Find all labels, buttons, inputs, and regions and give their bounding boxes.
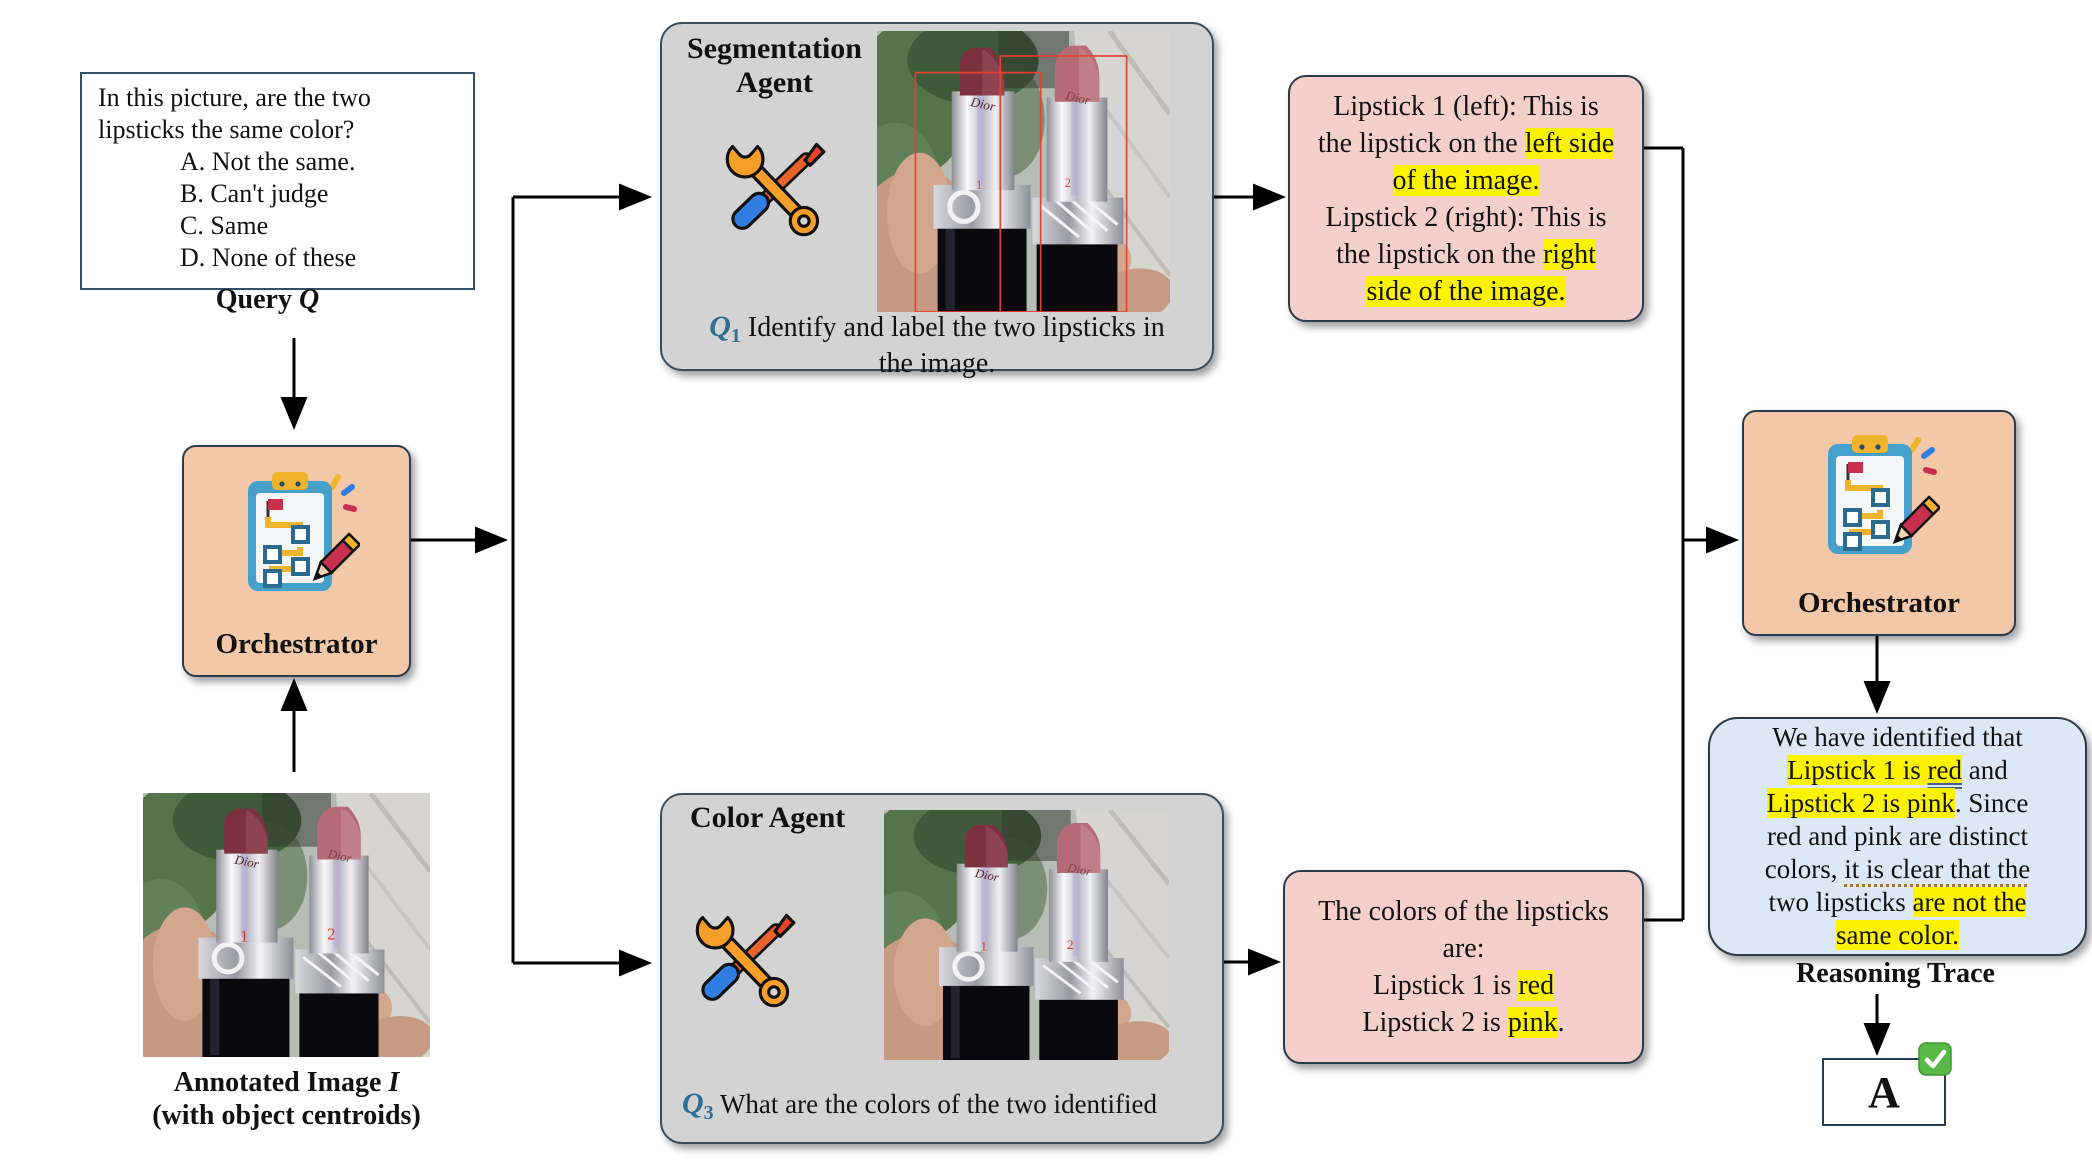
query-option-c: C. Same xyxy=(180,211,269,240)
tools-icon xyxy=(692,907,797,1012)
segmentation-agent-title: Segmentation Agent xyxy=(687,32,862,99)
centroid-label-2: 2 xyxy=(1065,176,1071,190)
centroid-label-1: 1 xyxy=(980,939,987,954)
query-label: Query Q xyxy=(215,284,320,315)
orchestrator-label: Orchestrator xyxy=(215,628,378,660)
segmentation-agent-box: Segmentation Agent Dior Dior 1 2 Q1 Iden… xyxy=(660,22,1214,379)
query-option-d: D. None of these xyxy=(180,243,357,272)
tools-icon xyxy=(722,136,827,241)
query-line: In this picture, are the two xyxy=(98,83,371,112)
annotated-image-label: Annotated Image I (with object centroids… xyxy=(152,1067,421,1131)
orchestrator-icon xyxy=(1814,430,1940,560)
check-mark-icon xyxy=(1918,1042,1952,1076)
centroid-label-2: 2 xyxy=(327,925,335,944)
query-option-b: B. Can't judge xyxy=(180,179,329,208)
orchestrator-label: Orchestrator xyxy=(1797,587,1961,619)
orchestrator-right-box: Orchestrator xyxy=(1742,410,2016,636)
subquestion-q3: Q3 What are the colors of the two identi… xyxy=(682,1087,1158,1124)
color-agent-image: Dior Dior 1 2 xyxy=(884,810,1169,1060)
brand-engraving: Dior xyxy=(232,852,260,871)
answer-box: A xyxy=(1822,1058,1946,1126)
brand-engraving: Dior xyxy=(968,94,997,115)
query-box: In this picture, are the two lipsticks t… xyxy=(80,72,475,290)
brand-engraving: Dior xyxy=(1065,860,1093,878)
centroid-label-1: 1 xyxy=(976,178,982,192)
query-line: lipsticks the same color? xyxy=(98,115,355,144)
brand-engraving: Dior xyxy=(1063,88,1092,109)
annotated-image: Dior Dior 1 2 xyxy=(143,793,430,1057)
orchestrator-left-box: Orchestrator xyxy=(182,445,411,677)
segmented-image: Dior Dior 1 2 xyxy=(877,31,1170,312)
bounding-boxes xyxy=(914,55,1128,312)
brand-engraving: Dior xyxy=(325,847,353,866)
answer-value: A xyxy=(1868,1067,1900,1117)
brand-engraving: Dior xyxy=(973,866,1001,884)
subquestion-q1: Q1 Identify and label the two lipsticks … xyxy=(709,310,1165,379)
reasoning-trace-label: Reasoning Trace xyxy=(1796,958,1995,989)
centroid-label-2: 2 xyxy=(1067,937,1074,952)
centroid-label-1: 1 xyxy=(240,927,248,946)
color-agent-box: Color Agent Dior Dior 1 2 Q3 What are th… xyxy=(660,793,1224,1144)
color-agent-title: Color Agent xyxy=(690,801,846,834)
orchestrator-icon xyxy=(234,467,360,597)
query-option-a: A. Not the same. xyxy=(180,147,356,176)
